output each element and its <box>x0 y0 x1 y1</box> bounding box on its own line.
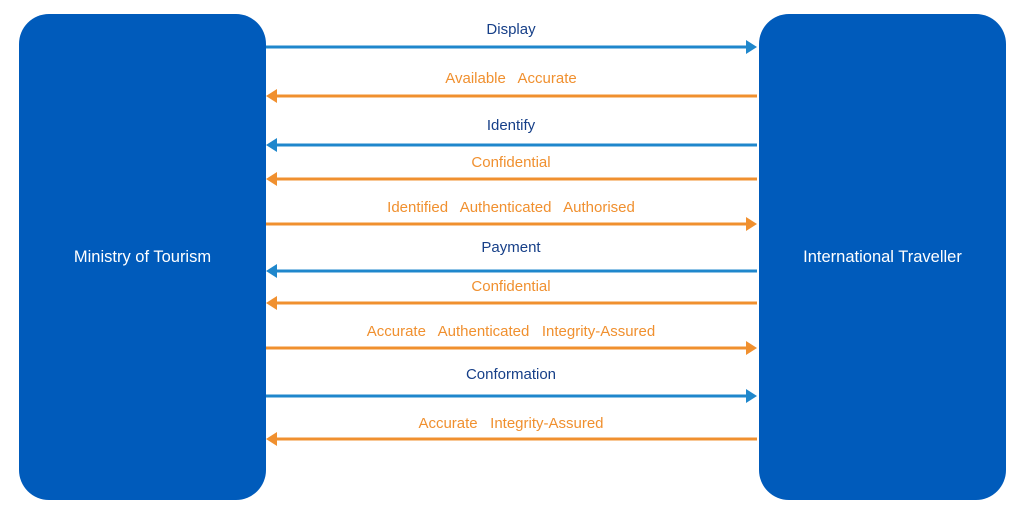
arrowhead-icon <box>746 217 757 231</box>
arrowhead-icon <box>746 341 757 355</box>
flow-7: Confidential <box>266 278 757 310</box>
arrowhead-icon <box>266 89 277 103</box>
flow-5: Identified Authenticated Authorised <box>266 199 757 231</box>
international-traveller-box: International Traveller <box>759 14 1006 500</box>
flow-1: Display <box>266 21 757 54</box>
flow-label: Conformation <box>466 366 556 383</box>
arrowhead-icon <box>266 172 277 186</box>
flow-label: Accurate Authenticated Integrity-Assured <box>367 323 656 340</box>
flow-8: Accurate Authenticated Integrity-Assured <box>266 323 757 355</box>
arrowhead-icon <box>266 138 277 152</box>
arrowhead-icon <box>266 264 277 278</box>
flow-label: Accurate Integrity-Assured <box>418 415 603 432</box>
flow-label: Identify <box>487 117 536 134</box>
flow-3: Identify <box>266 117 757 152</box>
arrowhead-icon <box>746 40 757 54</box>
arrowhead-icon <box>746 389 757 403</box>
flow-6: Payment <box>266 239 757 278</box>
flow-label: Available Accurate <box>445 70 576 87</box>
flow-label: Identified Authenticated Authorised <box>387 199 635 216</box>
ministry-of-tourism-label: Ministry of Tourism <box>73 247 212 266</box>
flow-4: Confidential <box>266 154 757 186</box>
flow-10: Accurate Integrity-Assured <box>266 415 757 446</box>
ministry-of-tourism-box: Ministry of Tourism <box>19 14 266 500</box>
flow-label: Confidential <box>471 278 550 295</box>
flow-2: Available Accurate <box>266 70 757 103</box>
flow-9: Conformation <box>266 366 757 403</box>
arrowhead-icon <box>266 296 277 310</box>
flow-label: Confidential <box>471 154 550 171</box>
flow-label: Payment <box>481 239 541 256</box>
international-traveller-label: International Traveller <box>803 247 962 266</box>
flow-label: Display <box>486 21 536 38</box>
arrowhead-icon <box>266 432 277 446</box>
